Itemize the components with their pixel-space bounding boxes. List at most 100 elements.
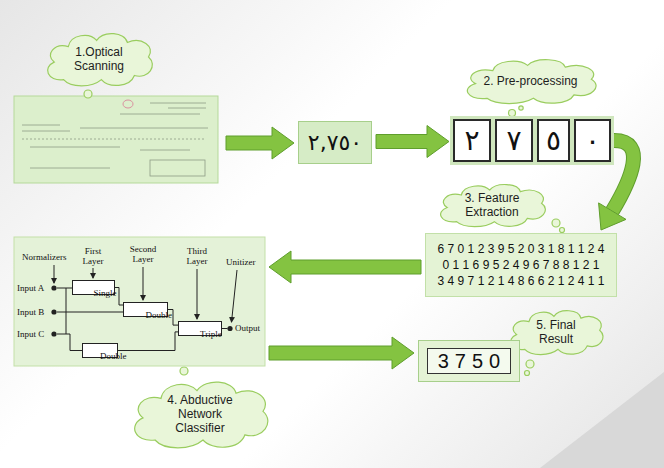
network-wiring [51,265,237,351]
terminal-dot [227,326,232,331]
digit-box: ٢ [453,119,491,162]
check-stamp [123,100,133,108]
layer-box: Single [72,280,115,295]
cloud-tail [180,367,188,375]
text-group: ٢,٧٥٠ [308,130,362,156]
network-link [118,332,178,351]
text-group: ٠ [585,125,600,157]
terminal-dot [51,331,56,336]
network-label: Input A [17,283,44,293]
network-label: Third Layer [181,246,213,266]
cloud-outline [48,34,153,86]
arrow-body [269,337,414,369]
digit-text: ٢ [464,125,479,157]
text-group: 6 7 0 1 2 3 9 5 2 0 3 1 8 1 1 2 40 1 1 6… [438,241,605,289]
arrow-body [612,141,633,212]
input-wires [57,288,228,351]
text-group: 3. Feature Extraction [452,191,532,219]
arrow-head [599,203,626,230]
link-line [118,332,178,351]
network-label: Unitizer [226,257,256,267]
wire [57,334,82,351]
callout-text: 3. Feature Extraction [452,191,532,219]
callout-text: 5. Final Result [521,318,591,346]
process-arrow [269,337,414,369]
cloud-outline [135,382,268,448]
layer-box: Triple [178,321,222,336]
cloud-outline [467,60,596,104]
check-writing [22,103,208,176]
callout-cloud: 2. Pre-processing [458,55,603,107]
cloud-tail [84,90,92,98]
amount-text: ٢,٧٥٠ [308,130,362,156]
process-arrow [269,251,421,283]
wire [57,312,123,313]
wire [222,328,228,329]
cloud-tail [526,360,534,368]
feature-row: 0 1 1 6 9 5 2 4 9 6 7 8 8 1 2 1 [438,257,605,273]
leader-arrow [93,268,94,278]
feature-box: 6 7 0 1 2 3 9 5 2 0 3 1 8 1 1 2 40 1 1 6… [425,233,617,297]
layer-text: Double [100,351,127,361]
cloud-tail [509,110,516,117]
arrow-outline [612,141,633,212]
digit-box: ٧ [495,119,533,162]
network-panel: NormalizersFirst LayerSecond LayerThird … [14,237,265,366]
layer-box: Double [123,302,168,317]
text-group: 3750 [427,348,512,374]
cloud-tail [519,106,523,110]
text-group: ٥ [546,125,561,157]
callout-text: 4. Abductive Network Classifier [162,393,238,435]
arrow-body [269,251,421,283]
text-group: ٧ [506,125,521,157]
digit-text: ٥ [546,125,561,157]
digit-text: ٧ [506,125,521,157]
terminal-dot [51,309,56,314]
text-group: 1.Optical Scanning [60,45,138,73]
leader-arrows [54,265,237,322]
layer-box: Double [82,343,118,358]
leader-arrow [143,267,144,300]
text-group: ٢ [464,125,479,157]
callout-cloud: 1.Optical Scanning [40,28,158,90]
leader-arrow [54,265,55,283]
network-label: First Layer [78,246,108,266]
process-arrow [376,126,449,158]
amount-box: ٢,٧٥٠ [298,121,372,164]
wire [57,288,72,289]
cloud-outline [511,311,603,355]
text-group: 5. Final Result [521,318,591,346]
digit-text: ٠ [585,125,600,157]
network-label: Output [235,323,260,333]
result-box: 3750 [418,340,520,382]
result-text: 3750 [427,348,512,374]
digit-box: ٥ [537,119,570,162]
text-group: 2. Pre-processing [483,74,577,88]
network-panel-fill [14,237,265,366]
network-label: Input C [17,329,44,339]
wire [66,288,67,334]
terminal-dot [51,285,56,290]
process-arrow [226,127,294,159]
network-label: Input B [17,307,44,317]
network-label: Second Layer [125,244,161,264]
corner-shade [540,372,664,468]
feature-row: 3 4 9 7 1 2 1 4 8 6 6 2 1 2 4 1 1 [438,273,605,289]
arrow-body [376,126,449,158]
callout-text: 2. Pre-processing [483,74,577,88]
layer-text: Triple [200,329,222,339]
leader-arrow [197,269,198,319]
cloud-tail [552,219,560,227]
callout-cloud: 4. Abductive Network Classifier [125,375,275,453]
callout-cloud: 3. Feature Extraction [433,180,551,230]
layer-text: Single [94,288,117,298]
scanned-check [14,96,218,183]
cloud-tail [525,371,530,376]
check-paper [14,96,218,183]
callout-text: 1.Optical Scanning [60,45,138,73]
leader-arrow [232,270,238,322]
digit-box: ٠ [574,119,611,162]
layer-text: Double [146,310,173,320]
cloud-outline [441,185,546,227]
